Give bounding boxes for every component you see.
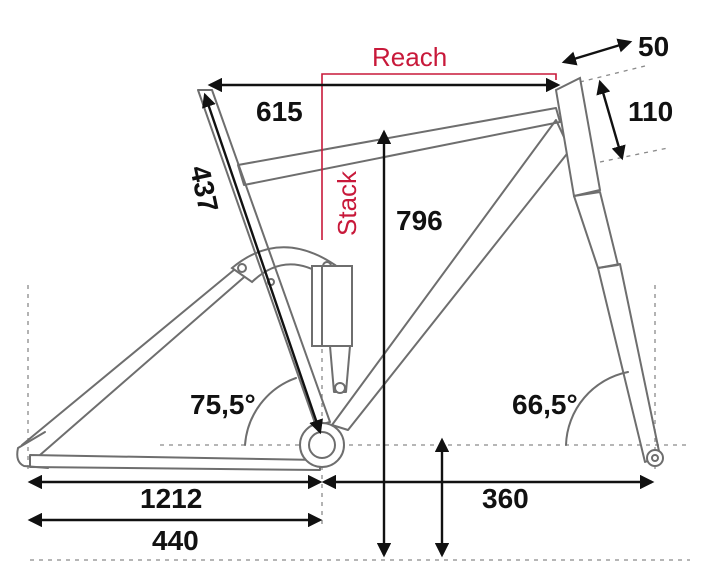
head-tube [554,76,602,198]
fork-crown [573,191,619,269]
front-center-value: 360 [482,483,529,514]
seat-tube-value: 437 [184,163,224,215]
rear-shock-body [311,265,353,347]
rear-shock-mount [329,345,351,393]
seat-tube-arrow [202,92,323,435]
head-tube-arrow [596,79,626,161]
shock-lower-pivot [334,382,346,394]
stem-arrow [561,38,633,66]
chainstay-value: 440 [152,525,199,556]
bottom-bracket-inner [308,431,336,459]
rear-dropout [16,431,49,469]
front-axle-center [651,454,659,462]
head-top-guide [579,65,646,83]
reach-label: Reach [372,42,447,72]
stem-value: 50 [638,31,669,62]
rocker-pivot-rear [237,263,247,273]
dimension-arrows [27,38,655,558]
head-tube-value: 110 [628,96,673,127]
reach-value: 615 [256,96,303,127]
down-tube [331,119,571,431]
head-angle-arc [565,371,629,446]
wheelbase-value: 1212 [140,483,202,514]
fork-leg [597,263,661,463]
head-angle-value: 66,5° [512,389,578,420]
dimension-labels: Reach Stack 615 437 796 50 110 75,5° 66,… [140,31,673,556]
seat-angle-value: 75,5° [190,389,256,420]
stack-value: 796 [396,205,443,236]
chainstay [29,454,321,471]
stack-label: Stack [332,170,362,236]
seatstay [21,264,251,456]
head-bottom-guide [599,147,669,163]
